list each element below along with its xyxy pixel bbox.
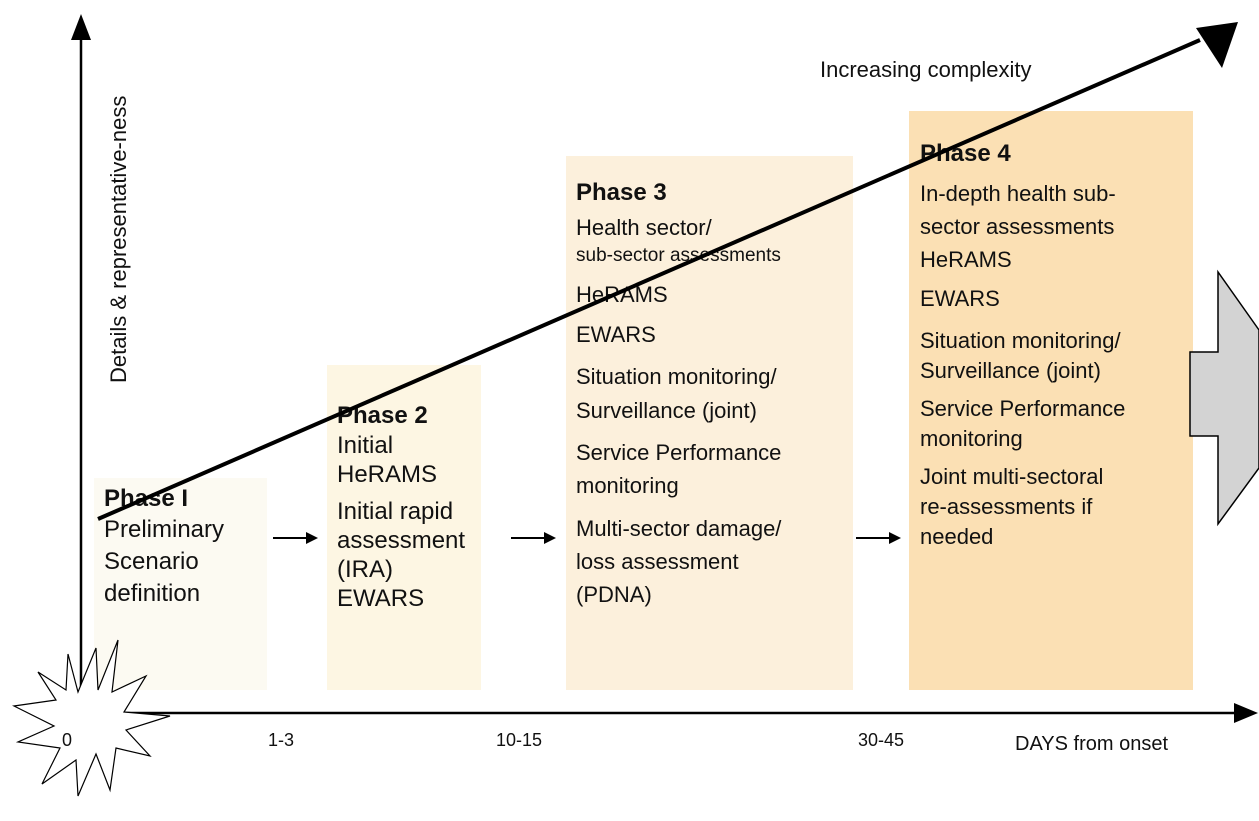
phase-4-item: Service Performance monitoring: [920, 394, 1193, 454]
phase-1-line: Preliminary: [104, 516, 225, 543]
phase-3-line: Multi-sector damage/: [576, 516, 782, 541]
x-axis-arrowhead: [1234, 703, 1258, 723]
phase-4-box: Phase 4 In-depth health sub- sector asse…: [909, 111, 1193, 690]
y-axis-arrowhead: [71, 14, 91, 40]
phase-3-line: Service Performance: [576, 440, 782, 465]
trend-arrowhead: [1196, 22, 1238, 68]
phase-3-item: Service Performance monitoring: [576, 436, 853, 502]
phase-4-item: In-depth health sub- sector assessments …: [920, 177, 1193, 276]
phase-4-item: EWARS: [920, 286, 1193, 312]
phase-4-line: needed: [920, 524, 994, 549]
phase-2-item: Initial HeRAMS: [337, 431, 481, 489]
x-tick-label: 0: [62, 730, 73, 750]
phase-1-line: definition: [104, 580, 201, 607]
phase-4-line: EWARS: [920, 286, 1000, 311]
x-tick-label: 1-3: [268, 730, 295, 750]
phase-3-line: loss assessment: [576, 549, 739, 574]
phase-4-line: Surveillance (joint): [920, 358, 1101, 383]
phase-3-line: (PDNA): [576, 582, 652, 607]
continuation-arrow: [1189, 269, 1259, 527]
phase-4-line: Service Performance: [920, 396, 1126, 421]
phase-2-line: assessment: [337, 527, 466, 554]
phase-4-item: Situation monitoring/ Surveillance (join…: [920, 326, 1193, 386]
phase-2-line: (IRA): [337, 556, 393, 583]
phase-4-line: sector assessments: [920, 214, 1115, 239]
phase-3-line: Health sector/: [576, 215, 712, 240]
phase-1-item: Preliminary Scenario definition: [104, 514, 267, 610]
phase-2-line: EWARS: [337, 585, 425, 612]
phase-4-line: HeRAMS: [920, 247, 1012, 272]
trend-label: Increasing complexity: [820, 57, 1032, 82]
x-tick-label: 30-45: [858, 730, 905, 750]
phase-4-item: Joint multi-sectoral re-assessments if n…: [920, 462, 1193, 552]
phase-2-line: HeRAMS: [337, 461, 438, 488]
onset-starburst-icon: [12, 639, 171, 797]
phase-4-line: monitoring: [920, 426, 1023, 451]
phase-3-item: Situation monitoring/ Surveillance (join…: [576, 360, 853, 428]
phase-3-line: Surveillance (joint): [576, 398, 757, 423]
phase-1-line: Scenario: [104, 548, 199, 575]
phase-2-line: Initial rapid: [337, 498, 454, 525]
phase-3-line: monitoring: [576, 473, 679, 498]
phase-3-item: Health sector/ sub-sector assessments: [576, 214, 853, 270]
phase-4-line: Joint multi-sectoral: [920, 464, 1104, 489]
x-tick-label: 10-15: [496, 730, 543, 750]
phase-3-box: Phase 3 Health sector/ sub-sector assess…: [566, 156, 853, 690]
phase-3-title: Phase 3: [576, 179, 667, 206]
phase-3-line: EWARS: [576, 322, 656, 347]
phase-2-box: Phase 2 Initial HeRAMS Initial rapid ass…: [327, 365, 481, 690]
x-axis-label: DAYS from onset: [1015, 733, 1169, 755]
phase-3-item: EWARS: [576, 322, 853, 348]
phase-2-item: Initial rapid assessment (IRA) EWARS: [337, 497, 481, 613]
phase-4-line: re-assessments if: [920, 494, 1093, 519]
phase-3-line: Situation monitoring/: [576, 364, 777, 389]
y-axis-label: Details & representative-ness: [106, 95, 131, 383]
phase-3-line: sub-sector assessments: [576, 245, 781, 266]
phase-3-item: Multi-sector damage/ loss assessment (PD…: [576, 512, 853, 611]
trend-line: [97, 38, 1201, 521]
phase-2-line: Initial: [337, 432, 394, 459]
phase-1-box: Phase I Preliminary Scenario definition: [94, 478, 267, 690]
phase-4-line: Situation monitoring/: [920, 328, 1121, 353]
phase-4-line: In-depth health sub-: [920, 181, 1116, 206]
